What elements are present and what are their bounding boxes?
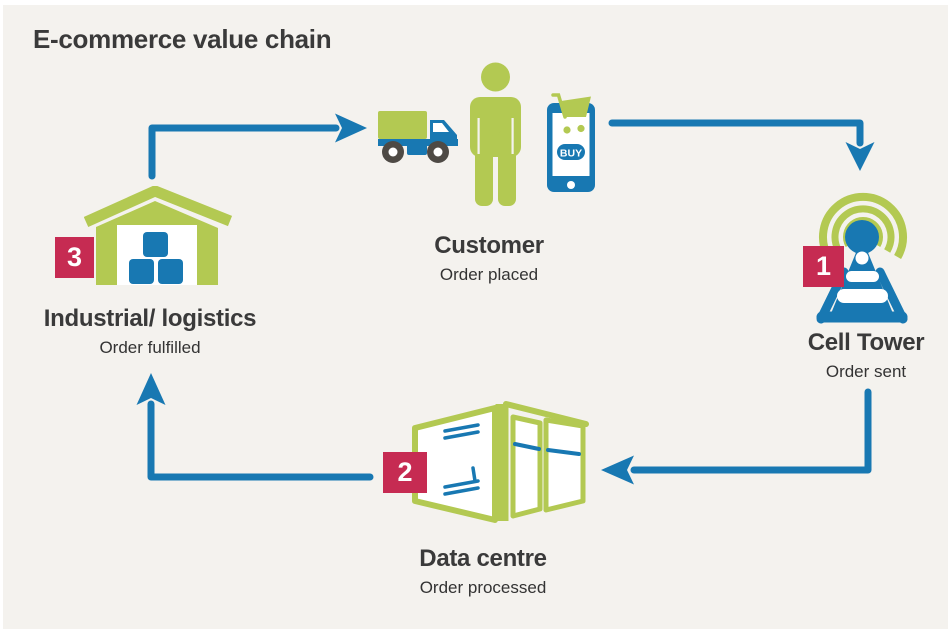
person-icon [470, 62, 521, 206]
industrial-logistics-status: Order fulfilled [99, 338, 201, 358]
shopping-cart-icon [551, 93, 591, 134]
arrowhead-down-icon [845, 142, 875, 171]
data-centre-label: Data centre [419, 545, 547, 572]
boxes-icon [129, 232, 183, 284]
cell-tower-status: Order sent [825, 362, 907, 382]
arrow-datacentre-to-warehouse [147, 400, 374, 481]
cell-tower-labels: Cell Tower Order sent [766, 329, 950, 382]
step-badge-3: 3 [55, 237, 94, 278]
buy-button [557, 144, 585, 160]
arrowhead-left-icon [601, 455, 634, 485]
smartphone-icon: BUY [547, 93, 595, 192]
arrow-warehouse-to-customer [148, 124, 340, 180]
customer-status: Order placed [439, 265, 539, 285]
arrowhead-right-icon [335, 113, 367, 143]
arrow-celltower-to-datacentre [630, 388, 872, 474]
warehouse-icon [84, 186, 232, 285]
data-centre-labels: Data centre Order processed [383, 545, 583, 598]
cell-tower-label: Cell Tower [807, 329, 925, 356]
step-badge-2: 2 [383, 452, 427, 493]
arrow-customer-to-celltower [608, 119, 864, 147]
data-centre-status: Order processed [419, 578, 547, 598]
arrowhead-up-icon [136, 373, 166, 405]
buy-button-label: BUY [560, 148, 582, 160]
industrial-logistics-labels: Industrial/ logistics Order fulfilled [20, 305, 280, 358]
industrial-logistics-label: Industrial/ logistics [43, 305, 257, 332]
server-room-icon [412, 401, 589, 523]
customer-labels: Customer Order placed [389, 232, 589, 285]
delivery-truck-icon [378, 111, 458, 163]
page-title: E-commerce value chain [33, 24, 332, 54]
step-badge-1: 1 [803, 246, 844, 287]
customer-label: Customer [434, 232, 544, 259]
